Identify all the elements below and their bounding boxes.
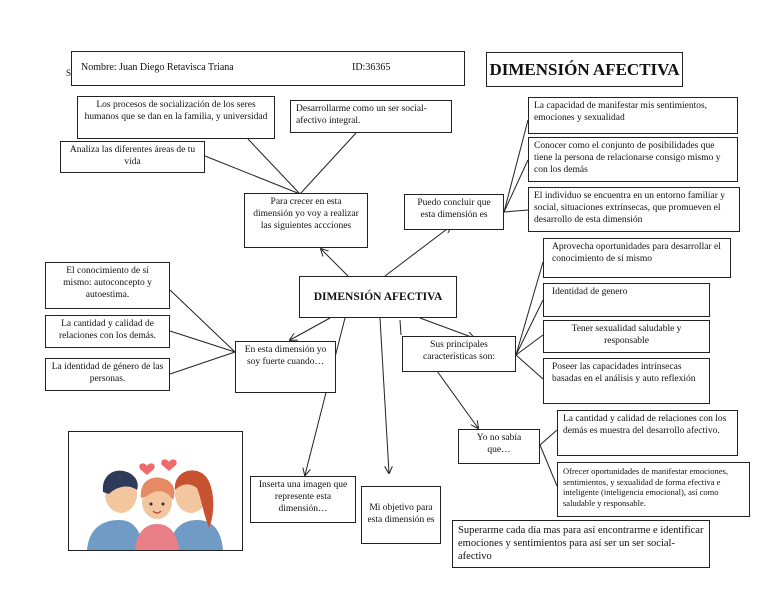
arrow-to-conclude xyxy=(384,226,451,277)
arrow-to-growth xyxy=(321,249,349,277)
link-growth-desarrollarme xyxy=(299,132,357,195)
link-features-2 xyxy=(515,299,544,356)
objective-hub: Mi objetivo para esta dimensión es xyxy=(361,486,441,544)
link-conclude-2 xyxy=(503,159,529,213)
arrow-to-unknown xyxy=(436,370,478,428)
unknown-item-2: Ofrecer oportunidades de manifestar emoc… xyxy=(557,462,750,517)
unknown-item-1: La cantidad y calidad de relaciones con … xyxy=(557,410,738,456)
features-hub: Sus principales características son: xyxy=(402,336,516,372)
link-features-3 xyxy=(515,334,544,356)
link-center-features xyxy=(399,319,402,336)
image-prompt: Inserta una imagen que represente esta d… xyxy=(250,476,356,523)
link-growth-analiza xyxy=(204,155,301,195)
objective-text: Superarme cada día mas para así encontra… xyxy=(452,520,710,568)
stray-mark: S xyxy=(66,68,72,78)
growth-item-analiza: Analiza las diferentes áreas de tu vida xyxy=(60,141,205,173)
student-name: Nombre: Juan Diego Retavisca Triana xyxy=(81,62,234,74)
feature-item-2: Identidad de genero xyxy=(543,283,710,317)
link-strong-1 xyxy=(169,289,236,353)
link-unknown-1 xyxy=(539,429,558,446)
arrow-to-objective xyxy=(379,317,389,473)
strong-item-1: El conocimiento de sí mismo: autoconcept… xyxy=(45,262,170,309)
growth-item-socializacion: Los procesos de socialización de los ser… xyxy=(77,96,275,139)
conclude-item-3: El individuo se encuentra en un entorno … xyxy=(528,187,740,232)
link-features-1 xyxy=(515,261,544,356)
strong-item-2: La cantidad y calidad de relaciones con … xyxy=(45,315,170,348)
growth-hub: Para crecer en esta dimensión yo voy a r… xyxy=(244,193,368,248)
strong-hub: En esta dimensión yo soy fuerte cuando… xyxy=(235,341,336,393)
strong-item-3: La identidad de género de las personas. xyxy=(45,358,170,391)
unknown-hub: Yo no sabía que… xyxy=(458,429,540,464)
growth-item-desarrollarme: Desarrollarme como un ser social-afectiv… xyxy=(290,100,452,133)
family-kiss-icon xyxy=(87,459,223,550)
feature-item-3: Tener sexualidad saludable y responsable xyxy=(543,320,710,353)
conclude-item-1: La capacidad de manifestar mis sentimien… xyxy=(528,97,738,134)
link-unknown-2 xyxy=(539,444,558,487)
link-growth-socializacion xyxy=(247,138,301,195)
feature-item-1: Aprovecha oportunidades para desarrollar… xyxy=(543,238,731,278)
arrow-to-features xyxy=(419,317,474,338)
link-strong-3 xyxy=(169,351,236,375)
student-id: ID:36365 xyxy=(352,62,391,74)
student-header: S Nombre: Juan Diego Retavisca Triana ID… xyxy=(66,51,465,86)
feature-item-4: Poseer las capacidades intrínsecas basad… xyxy=(543,358,710,404)
conclude-item-2: Conocer como el conjunto de posibilidade… xyxy=(528,137,738,182)
link-strong-2 xyxy=(169,330,236,353)
family-illustration xyxy=(68,431,243,551)
central-concept: DIMENSIÓN AFECTIVA xyxy=(299,276,457,318)
link-conclude-3 xyxy=(503,209,529,213)
conclude-hub: Puedo concluir que esta dimensión es xyxy=(404,194,504,230)
link-features-4 xyxy=(515,354,544,380)
link-conclude-1 xyxy=(503,119,529,213)
arrow-to-image xyxy=(305,317,346,475)
page-title: DIMENSIÓN AFECTIVA xyxy=(486,52,683,87)
arrow-to-strong xyxy=(290,317,331,340)
